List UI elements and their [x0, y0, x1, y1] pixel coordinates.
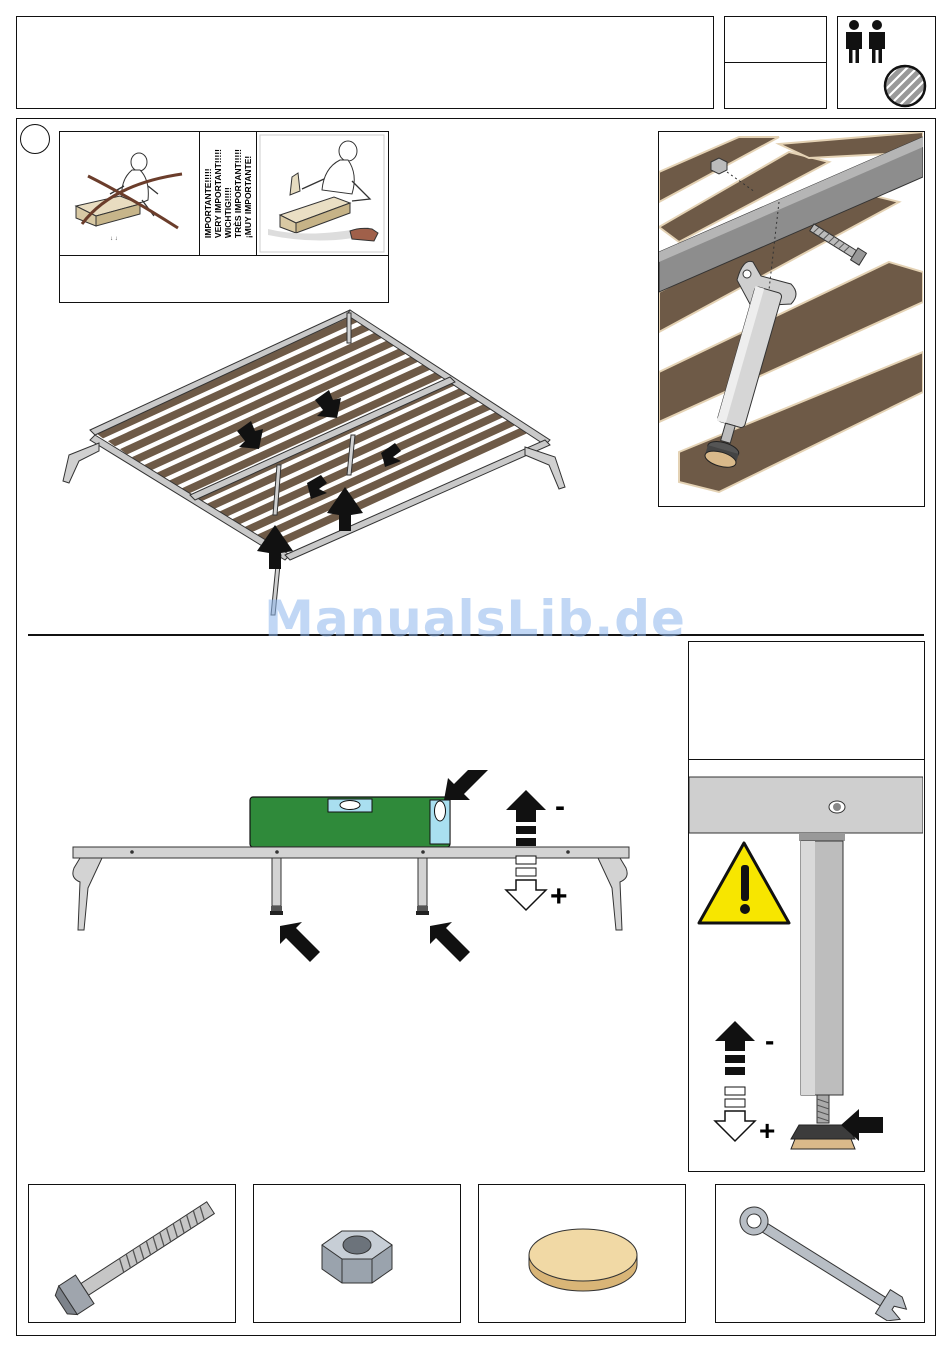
correct-lifting-illustration: [258, 133, 388, 255]
plus-sign: +: [550, 882, 568, 912]
warning-col-divider-2: [256, 132, 257, 255]
bolt-icon: [29, 1185, 234, 1321]
warning-line: ¡MUY IMPORTANTE!: [243, 149, 253, 238]
warning-line: WICHTIG!!!!!: [223, 149, 233, 238]
side-plus-sign: +: [759, 1116, 775, 1146]
hex-nut-icon: [254, 1185, 459, 1321]
bed-frame-illustration: [55, 305, 615, 625]
side-minus-sign: -: [765, 1026, 774, 1056]
part-wrench-box: [715, 1184, 925, 1323]
warning-row-divider: [60, 255, 388, 256]
minus-sign: -: [555, 792, 565, 822]
warning-line: VERY IMPORTANT!!!!!: [213, 149, 223, 238]
part-pad-box: [478, 1184, 686, 1323]
felt-pad-icon: [479, 1185, 684, 1321]
adjust-detail-box: - +: [688, 641, 925, 1172]
leg-detail-box: [658, 131, 925, 507]
header-code-box: [724, 16, 827, 109]
watermark: ManualsLib.de: [0, 590, 950, 648]
adjust-detail-divider: [689, 759, 924, 760]
hatched-circle-icon: [882, 63, 928, 109]
leveling-illustration: [40, 770, 680, 970]
warning-box: ↓ ↓ IMPORTANTE!!!!! VERY IMPORTANT!!!!! …: [59, 131, 389, 303]
warning-text-block: IMPORTANTE!!!!! VERY IMPORTANT!!!!! WICH…: [200, 132, 256, 255]
wrong-lifting-illustration: ↓ ↓: [62, 134, 198, 254]
two-persons-icon: [841, 18, 891, 66]
header-persons-box: [837, 16, 936, 109]
warning-line: IMPORTANTE!!!!!: [203, 149, 213, 238]
svg-text:↓ ↓: ↓ ↓: [110, 236, 118, 242]
header-code-divider: [725, 62, 826, 63]
leg-detail-illustration: [659, 132, 923, 505]
header-title-box: [16, 16, 714, 109]
wrench-icon: [716, 1185, 923, 1321]
part-bolt-box: [28, 1184, 236, 1323]
part-nut-box: [253, 1184, 461, 1323]
adjust-detail-illustration: [689, 761, 923, 1171]
step-number-circle: [20, 124, 50, 154]
warning-line: TRÈS IMPORTANT!!!!!: [233, 149, 243, 238]
